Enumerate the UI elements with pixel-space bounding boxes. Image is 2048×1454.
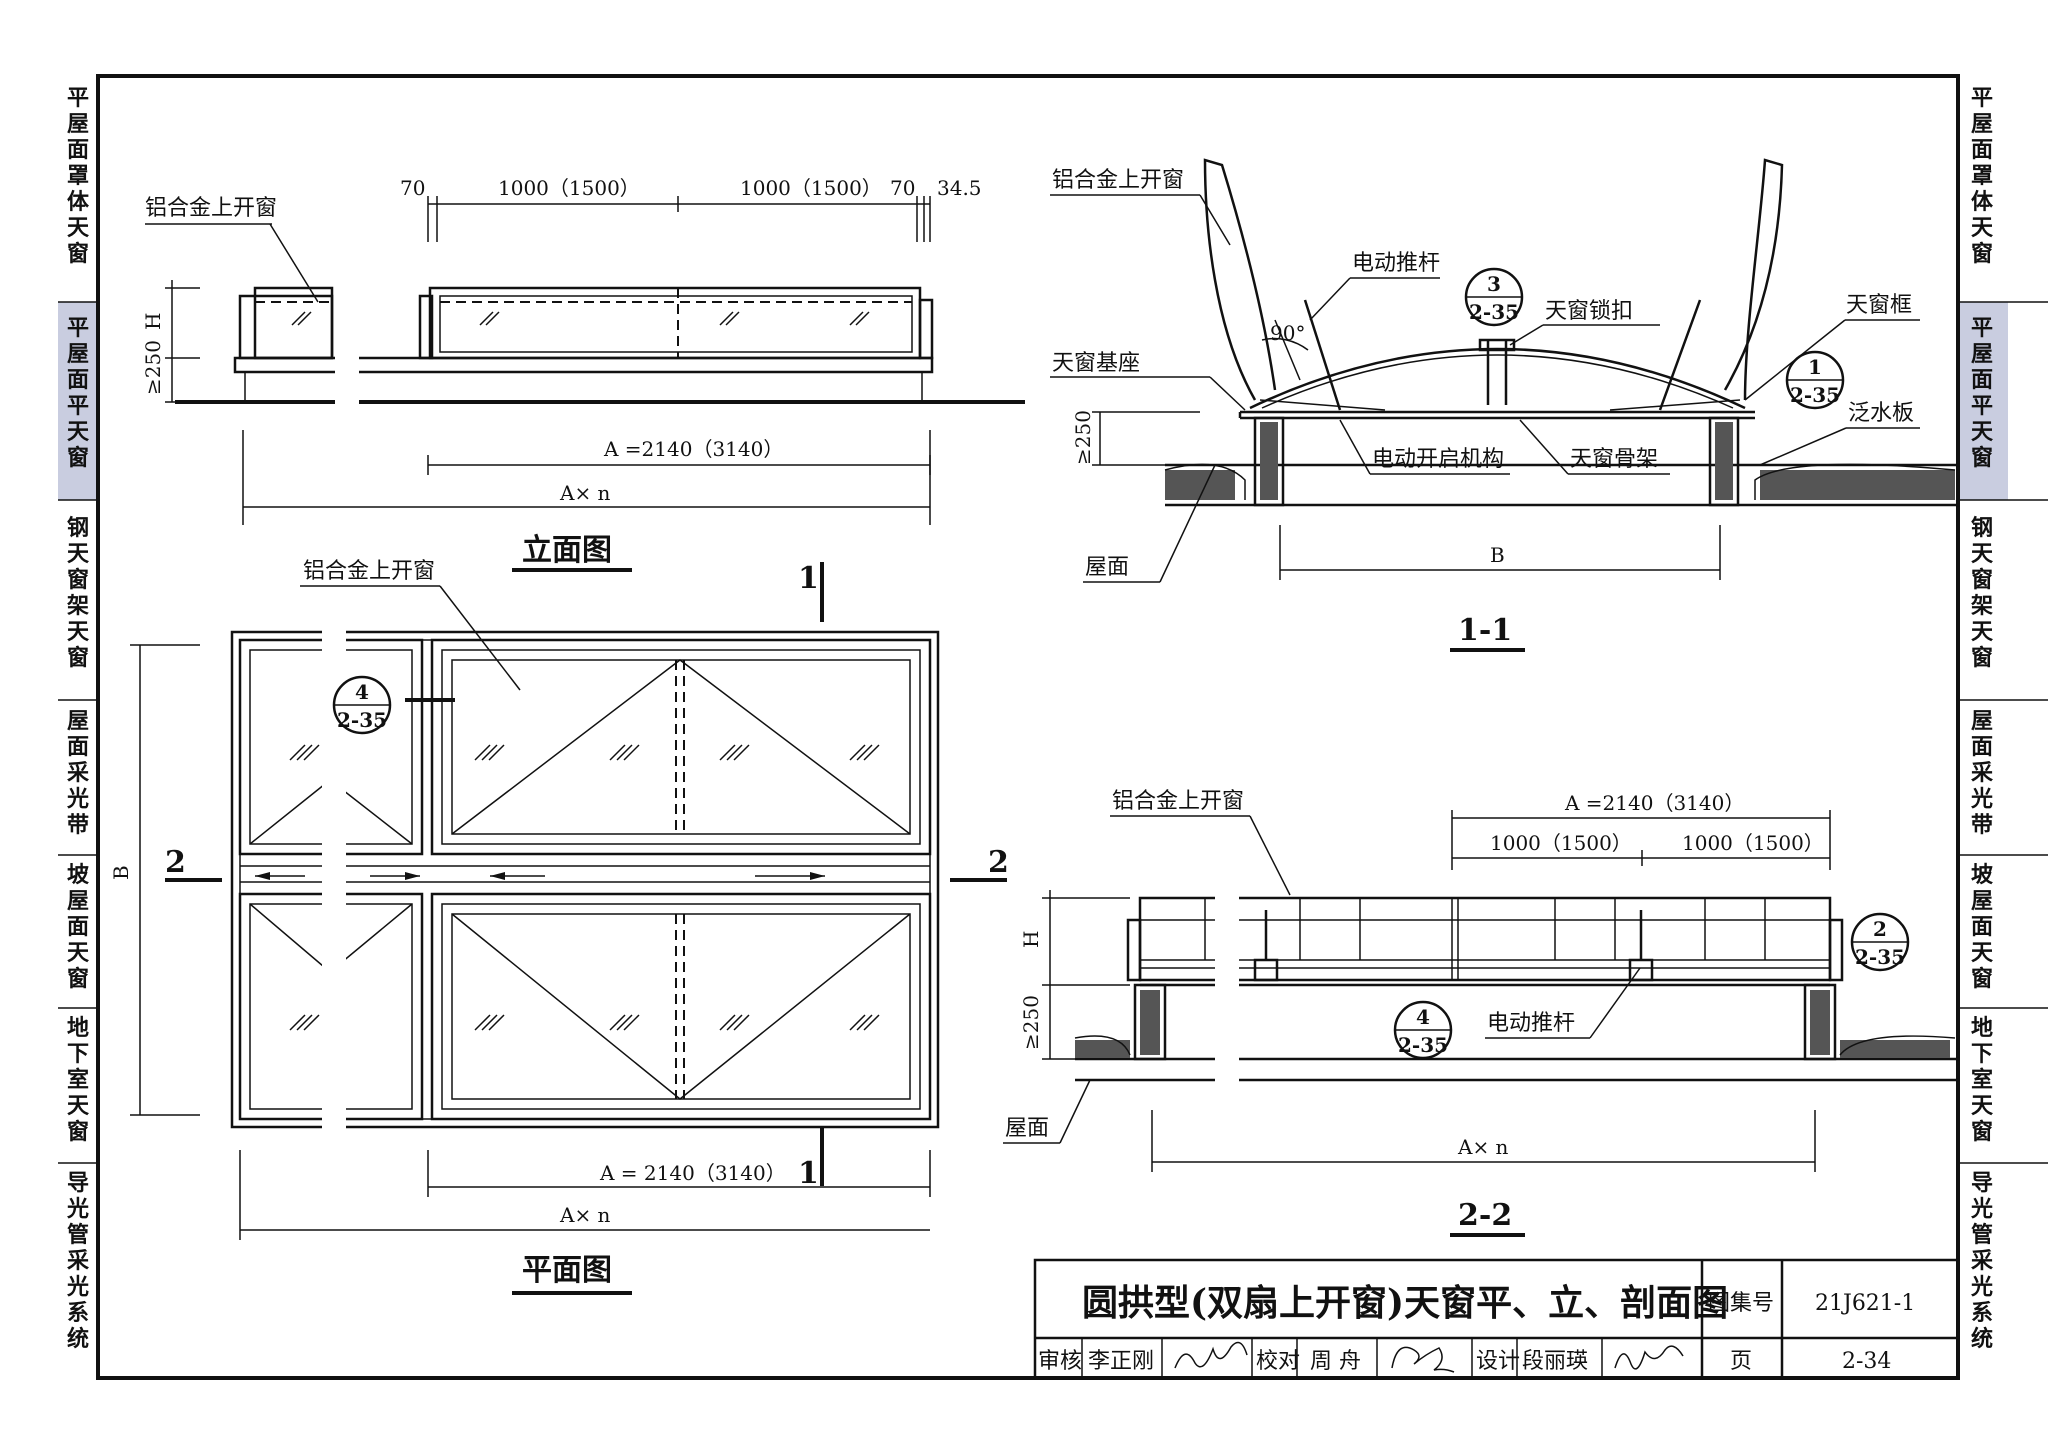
plan-dim-B: B bbox=[109, 865, 133, 880]
checker-signature bbox=[1391, 1346, 1455, 1373]
s11-angle: 90° bbox=[1270, 321, 1305, 345]
s22-dim-An: A× n bbox=[1457, 1135, 1509, 1159]
review-label: 审核 bbox=[1038, 1349, 1082, 1374]
s11-dim-B: B bbox=[1490, 543, 1505, 567]
s22-ref2-num: 2 bbox=[1873, 917, 1887, 941]
right-tab-3[interactable]: 屋面采光带 bbox=[1970, 708, 1993, 838]
s11-label-frame: 天窗框 bbox=[1846, 293, 1912, 318]
s22-ref4-num: 4 bbox=[1416, 1005, 1430, 1029]
right-tab-1[interactable]: 平屋面平天窗 bbox=[1971, 315, 1994, 471]
reviewer-signature bbox=[1174, 1341, 1248, 1369]
design-label: 设计 bbox=[1476, 1349, 1520, 1374]
elev-dim-An: A× n bbox=[559, 481, 611, 505]
plan-dim-An: A× n bbox=[559, 1203, 611, 1227]
title-block: 圆拱型(双扇上开窗)天窗平、立、剖面图 图集号 21J621-1 审核 李正刚 … bbox=[1033, 1258, 1960, 1380]
left-active-tab-bg bbox=[58, 302, 98, 500]
s22-dim-seg-2: 1000（1500） bbox=[1682, 831, 1824, 855]
page-label: 页 bbox=[1730, 1349, 1752, 1374]
right-active-tab-bg bbox=[1958, 302, 2008, 500]
s22-dim-H: H bbox=[1019, 931, 1043, 948]
section-2-2: 铝合金上开窗 A =2140（3140） 1000（1500） 1000（150… bbox=[1003, 789, 1960, 1237]
plan-view: 铝合金上开窗 1 1 2 2 bbox=[109, 559, 1009, 1295]
s11-ref1-num: 1 bbox=[1808, 355, 1822, 379]
s11-label-mechanism: 电动开启机构 bbox=[1372, 447, 1504, 472]
s11-label-lock: 天窗锁扣 bbox=[1545, 299, 1633, 324]
left-tab-2[interactable]: 钢天窗架天窗 bbox=[67, 515, 90, 671]
plan-cut-1-bottom: 1 bbox=[798, 1156, 819, 1191]
section-1-1: 90° 铝合金上开窗 电动推杆 天窗锁扣 天窗框 天窗基座 泛水板 电动开启机构… bbox=[1050, 158, 1960, 652]
s22-label-window: 铝合金上开窗 bbox=[1112, 789, 1244, 814]
elev-dim-seg-2: 1000（1500） bbox=[740, 176, 882, 200]
plan-cut-1-top: 1 bbox=[798, 561, 819, 596]
plan-cut-2-right: 2 bbox=[988, 845, 1009, 880]
elev-dim-250: ≥250 bbox=[141, 340, 165, 395]
atlas-label: 图集号 bbox=[1708, 1291, 1774, 1316]
s22-title: 2-2 bbox=[1458, 1198, 1512, 1233]
right-tab-5[interactable]: 地下室天窗 bbox=[1971, 1015, 1994, 1145]
s11-dim-250: ≥250 bbox=[1071, 410, 1095, 465]
s22-ref4-page: 2-35 bbox=[1398, 1033, 1448, 1057]
designer-signature bbox=[1614, 1345, 1684, 1370]
elev-dim-A: A =2140（3140） bbox=[603, 437, 783, 461]
s22-dim-A: A =2140（3140） bbox=[1564, 791, 1744, 815]
left-tab-1[interactable]: 平屋面平天窗 bbox=[67, 315, 90, 471]
plan-cut-2-left: 2 bbox=[165, 845, 186, 880]
plan-title: 平面图 bbox=[522, 1253, 612, 1288]
side-index-right: 平屋面罩体天窗 平屋面平天窗 钢天窗架天窗 屋面采光带 坡屋面天窗 地下室天窗 … bbox=[1958, 85, 2048, 1352]
reviewer-name: 李正刚 bbox=[1088, 1349, 1154, 1374]
s11-ref3-page: 2-35 bbox=[1469, 300, 1519, 324]
elev-dim-70-right: 70 bbox=[890, 176, 915, 200]
elev-dim-70-left: 70 bbox=[400, 176, 425, 200]
left-tab-0[interactable]: 平屋面罩体天窗 bbox=[67, 85, 90, 267]
elev-dim-H: H bbox=[141, 313, 165, 330]
plan-ref-page: 2-35 bbox=[337, 708, 387, 732]
elevation-view: 铝合金上开窗 70 1000（1500） 1000（1500） 70 34.5 bbox=[141, 176, 1025, 572]
right-tab-0[interactable]: 平屋面罩体天窗 bbox=[1971, 85, 1994, 267]
s11-label-skeleton: 天窗骨架 bbox=[1570, 447, 1658, 472]
designer-name: 段丽瑛 bbox=[1522, 1349, 1588, 1374]
s11-ref3-num: 3 bbox=[1487, 272, 1501, 296]
plan-label-window: 铝合金上开窗 bbox=[303, 559, 435, 584]
s22-label-actuator: 电动推杆 bbox=[1487, 1011, 1575, 1036]
title-block-title: 圆拱型(双扇上开窗)天窗平、立、剖面图 bbox=[1082, 1282, 1728, 1324]
left-tab-6[interactable]: 导光管采光系统 bbox=[66, 1170, 89, 1352]
check-label: 校对 bbox=[1256, 1349, 1300, 1374]
s22-dim-seg-1: 1000（1500） bbox=[1490, 831, 1632, 855]
left-tab-4[interactable]: 坡屋面天窗 bbox=[67, 862, 90, 992]
sheet-border bbox=[96, 74, 1960, 1380]
elev-label-window: 铝合金上开窗 bbox=[145, 196, 277, 221]
checker-name: 周 舟 bbox=[1310, 1349, 1361, 1374]
s11-title: 1-1 bbox=[1458, 613, 1512, 648]
atlas-no: 21J621-1 bbox=[1815, 1291, 1915, 1316]
s22-label-roof: 屋面 bbox=[1005, 1116, 1049, 1141]
elevation-title: 立面图 bbox=[522, 533, 612, 568]
right-tab-2[interactable]: 钢天窗架天窗 bbox=[1971, 515, 1994, 671]
s11-ref1-page: 2-35 bbox=[1790, 383, 1840, 407]
left-tab-3[interactable]: 屋面采光带 bbox=[66, 708, 89, 838]
left-tab-5[interactable]: 地下室天窗 bbox=[67, 1015, 90, 1145]
elev-dim-34-5: 34.5 bbox=[937, 176, 982, 200]
side-index-left: 平屋面罩体天窗 平屋面平天窗 钢天窗架天窗 屋面采光带 坡屋面天窗 地下室天窗 … bbox=[58, 85, 98, 1352]
right-tab-6[interactable]: 导光管采光系统 bbox=[1970, 1170, 1993, 1352]
s22-dim-250: ≥250 bbox=[1019, 995, 1043, 1050]
s11-label-window: 铝合金上开窗 bbox=[1052, 168, 1184, 193]
plan-ref-num: 4 bbox=[355, 680, 369, 704]
s11-label-actuator: 电动推杆 bbox=[1352, 251, 1440, 276]
s11-label-flashing: 泛水板 bbox=[1848, 401, 1914, 426]
s11-label-roof: 屋面 bbox=[1085, 555, 1129, 580]
right-tab-4[interactable]: 坡屋面天窗 bbox=[1971, 862, 1994, 992]
s11-label-base: 天窗基座 bbox=[1052, 351, 1140, 376]
s22-ref2-page: 2-35 bbox=[1855, 945, 1905, 969]
page-no: 2-34 bbox=[1842, 1349, 1891, 1374]
plan-dim-A: A = 2140（3140） bbox=[599, 1161, 786, 1185]
elev-dim-seg-1: 1000（1500） bbox=[498, 176, 640, 200]
